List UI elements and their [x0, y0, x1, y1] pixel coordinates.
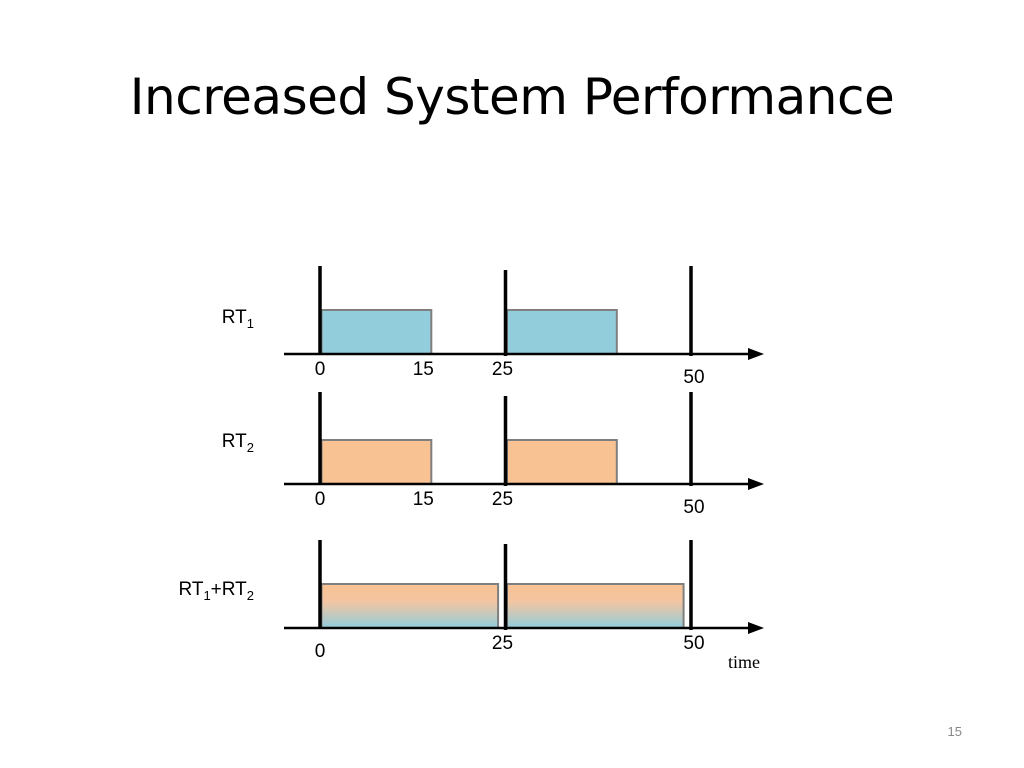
- tick-label-rt1-plus-rt2-25: 25: [492, 633, 513, 654]
- job-box-rt2-1: [320, 439, 433, 485]
- tick-label-rt2-0: 0: [315, 489, 326, 510]
- row-label-rt2: RT2: [222, 431, 254, 455]
- job-box-rt1-1: [320, 309, 433, 355]
- tick-label-rt2-50: 50: [683, 497, 704, 518]
- timeline-rt1-plus-rt2: 0 25 50 RT1+RT2: [178, 540, 764, 662]
- slide-number: 15: [947, 724, 962, 739]
- tick-label-rt2-15: 15: [413, 489, 434, 510]
- tick-label-rt1-plus-rt2-50: 50: [683, 633, 704, 654]
- row-label-rt1-plus-rt2: RT1+RT2: [178, 579, 254, 603]
- axis-arrowhead-rt1: [748, 348, 764, 360]
- slide-title: Increased System Performance: [129, 68, 895, 126]
- axis-arrowhead-rt2: [748, 478, 764, 490]
- job-box-rt1-plus-rt2-2: [506, 583, 685, 629]
- tick-label-rt1-50: 50: [683, 367, 704, 388]
- axis-arrowhead-rt1-plus-rt2: [748, 622, 764, 634]
- job-box-rt1-2: [506, 309, 618, 355]
- tick-label-rt1-plus-rt2-0: 0: [315, 641, 326, 662]
- timeline-rt1: 0 15 25 50 RT1: [222, 266, 764, 388]
- job-box-rt2-2: [506, 439, 618, 485]
- tick-label-rt1-0: 0: [315, 359, 326, 380]
- tick-label-rt1-25: 25: [492, 359, 513, 380]
- timeline-rt2: 0 15 25 50 RT2: [222, 392, 764, 518]
- tick-label-rt2-25: 25: [492, 489, 513, 510]
- tick-label-rt1-15: 15: [413, 359, 434, 380]
- time-axis-label: time: [728, 652, 760, 672]
- row-label-rt1: RT1: [222, 307, 254, 331]
- job-box-rt1-plus-rt2-1: [320, 583, 500, 629]
